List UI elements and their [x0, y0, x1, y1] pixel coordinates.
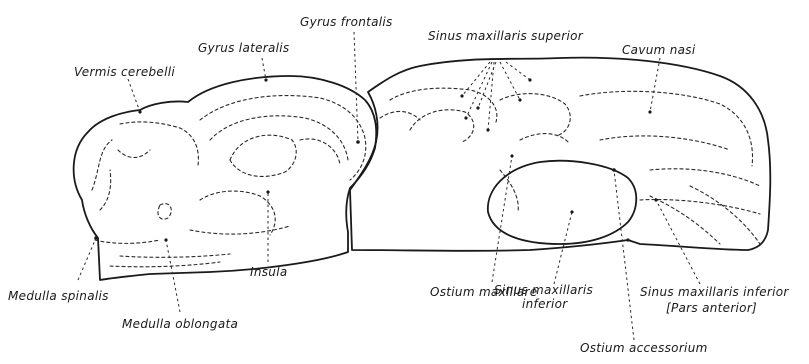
label-sinus-maxillaris-superior: Sinus maxillaris superior: [428, 29, 584, 43]
leader-ostium-maxillare: [492, 156, 512, 282]
leader-gyrus-frontalis: [354, 32, 358, 142]
label-cavum-nasi: Cavum nasi: [622, 43, 696, 57]
sinus-maxillaris-inferior-oval: [488, 161, 636, 244]
leader-pars-anterior: [656, 200, 700, 284]
nasal-outline: [350, 58, 770, 251]
oblongata-lines: [110, 254, 230, 267]
cavum-nasi-lines: [580, 91, 760, 214]
brain-outline: [74, 76, 377, 280]
leader-vermis: [128, 79, 140, 112]
label-sinus-maxillaris-inferior-pars-1: Sinus maxillaris inferior: [640, 285, 789, 299]
label-sinus-maxillaris-inferior-pars-2: [Pars anterior]: [666, 301, 757, 315]
leader-cavum-nasi: [650, 58, 660, 112]
leader-sinus-sup-6: [478, 62, 496, 108]
cerebellum-folds: [92, 140, 160, 243]
label-medulla-spinalis: Medulla spinalis: [8, 289, 109, 303]
label-sinus-maxillaris-inferior-1: Sinus maxillaris: [494, 283, 593, 297]
gyrus-lateralis-outline: [200, 96, 366, 180]
leader-dots: [94, 78, 657, 241]
leader-sinus-sup-3: [488, 62, 494, 130]
leader-sinus-sup-2: [466, 62, 492, 118]
leader-ostium-accessorium: [614, 170, 634, 340]
label-medulla-oblongata: Medulla oblongata: [122, 317, 238, 331]
label-gyrus-lateralis: Gyrus lateralis: [198, 41, 290, 55]
leader-medulla-spinalis: [78, 238, 96, 280]
label-ostium-accessorium: Ostium accessorium: [580, 341, 708, 355]
label-gyrus-frontalis: Gyrus frontalis: [300, 15, 393, 29]
insula-outline: [190, 191, 290, 235]
leader-sinus-sup-1: [462, 62, 490, 96]
gyrus-inner-lines: [210, 116, 348, 177]
sinus-superior-lobes: [380, 88, 570, 144]
cerebellum-inner: [120, 122, 198, 219]
label-vermis-cerebelli: Vermis cerebelli: [74, 65, 175, 79]
label-sinus-maxillaris-inferior-2: inferior: [522, 297, 568, 311]
leader-medulla-oblongata: [166, 240, 180, 312]
leader-sinus-sup-5: [506, 62, 530, 80]
label-insula: Insula: [250, 265, 288, 279]
